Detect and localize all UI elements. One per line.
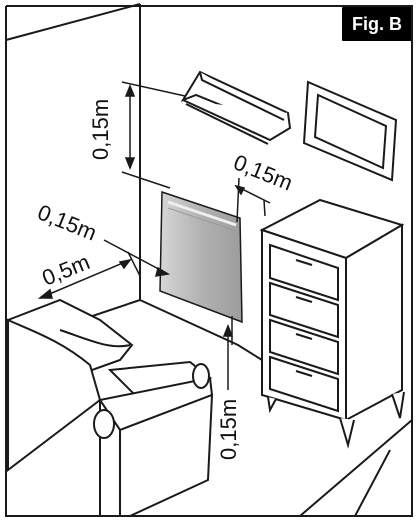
dim-front-clearance: 0,5m [39, 249, 94, 291]
dresser [259, 198, 405, 449]
figure-label: Fig. B [342, 7, 412, 41]
dim-bottom-clearance: 0,15m [216, 399, 241, 460]
dim-side-left: 0,15m [34, 199, 100, 245]
dim-top-clearance: 0,15m [88, 99, 113, 160]
dimension-lines [37, 81, 271, 390]
picture-frame [302, 80, 398, 182]
wall-shelf [180, 70, 292, 145]
heater [159, 190, 243, 324]
armchair [7, 298, 214, 517]
